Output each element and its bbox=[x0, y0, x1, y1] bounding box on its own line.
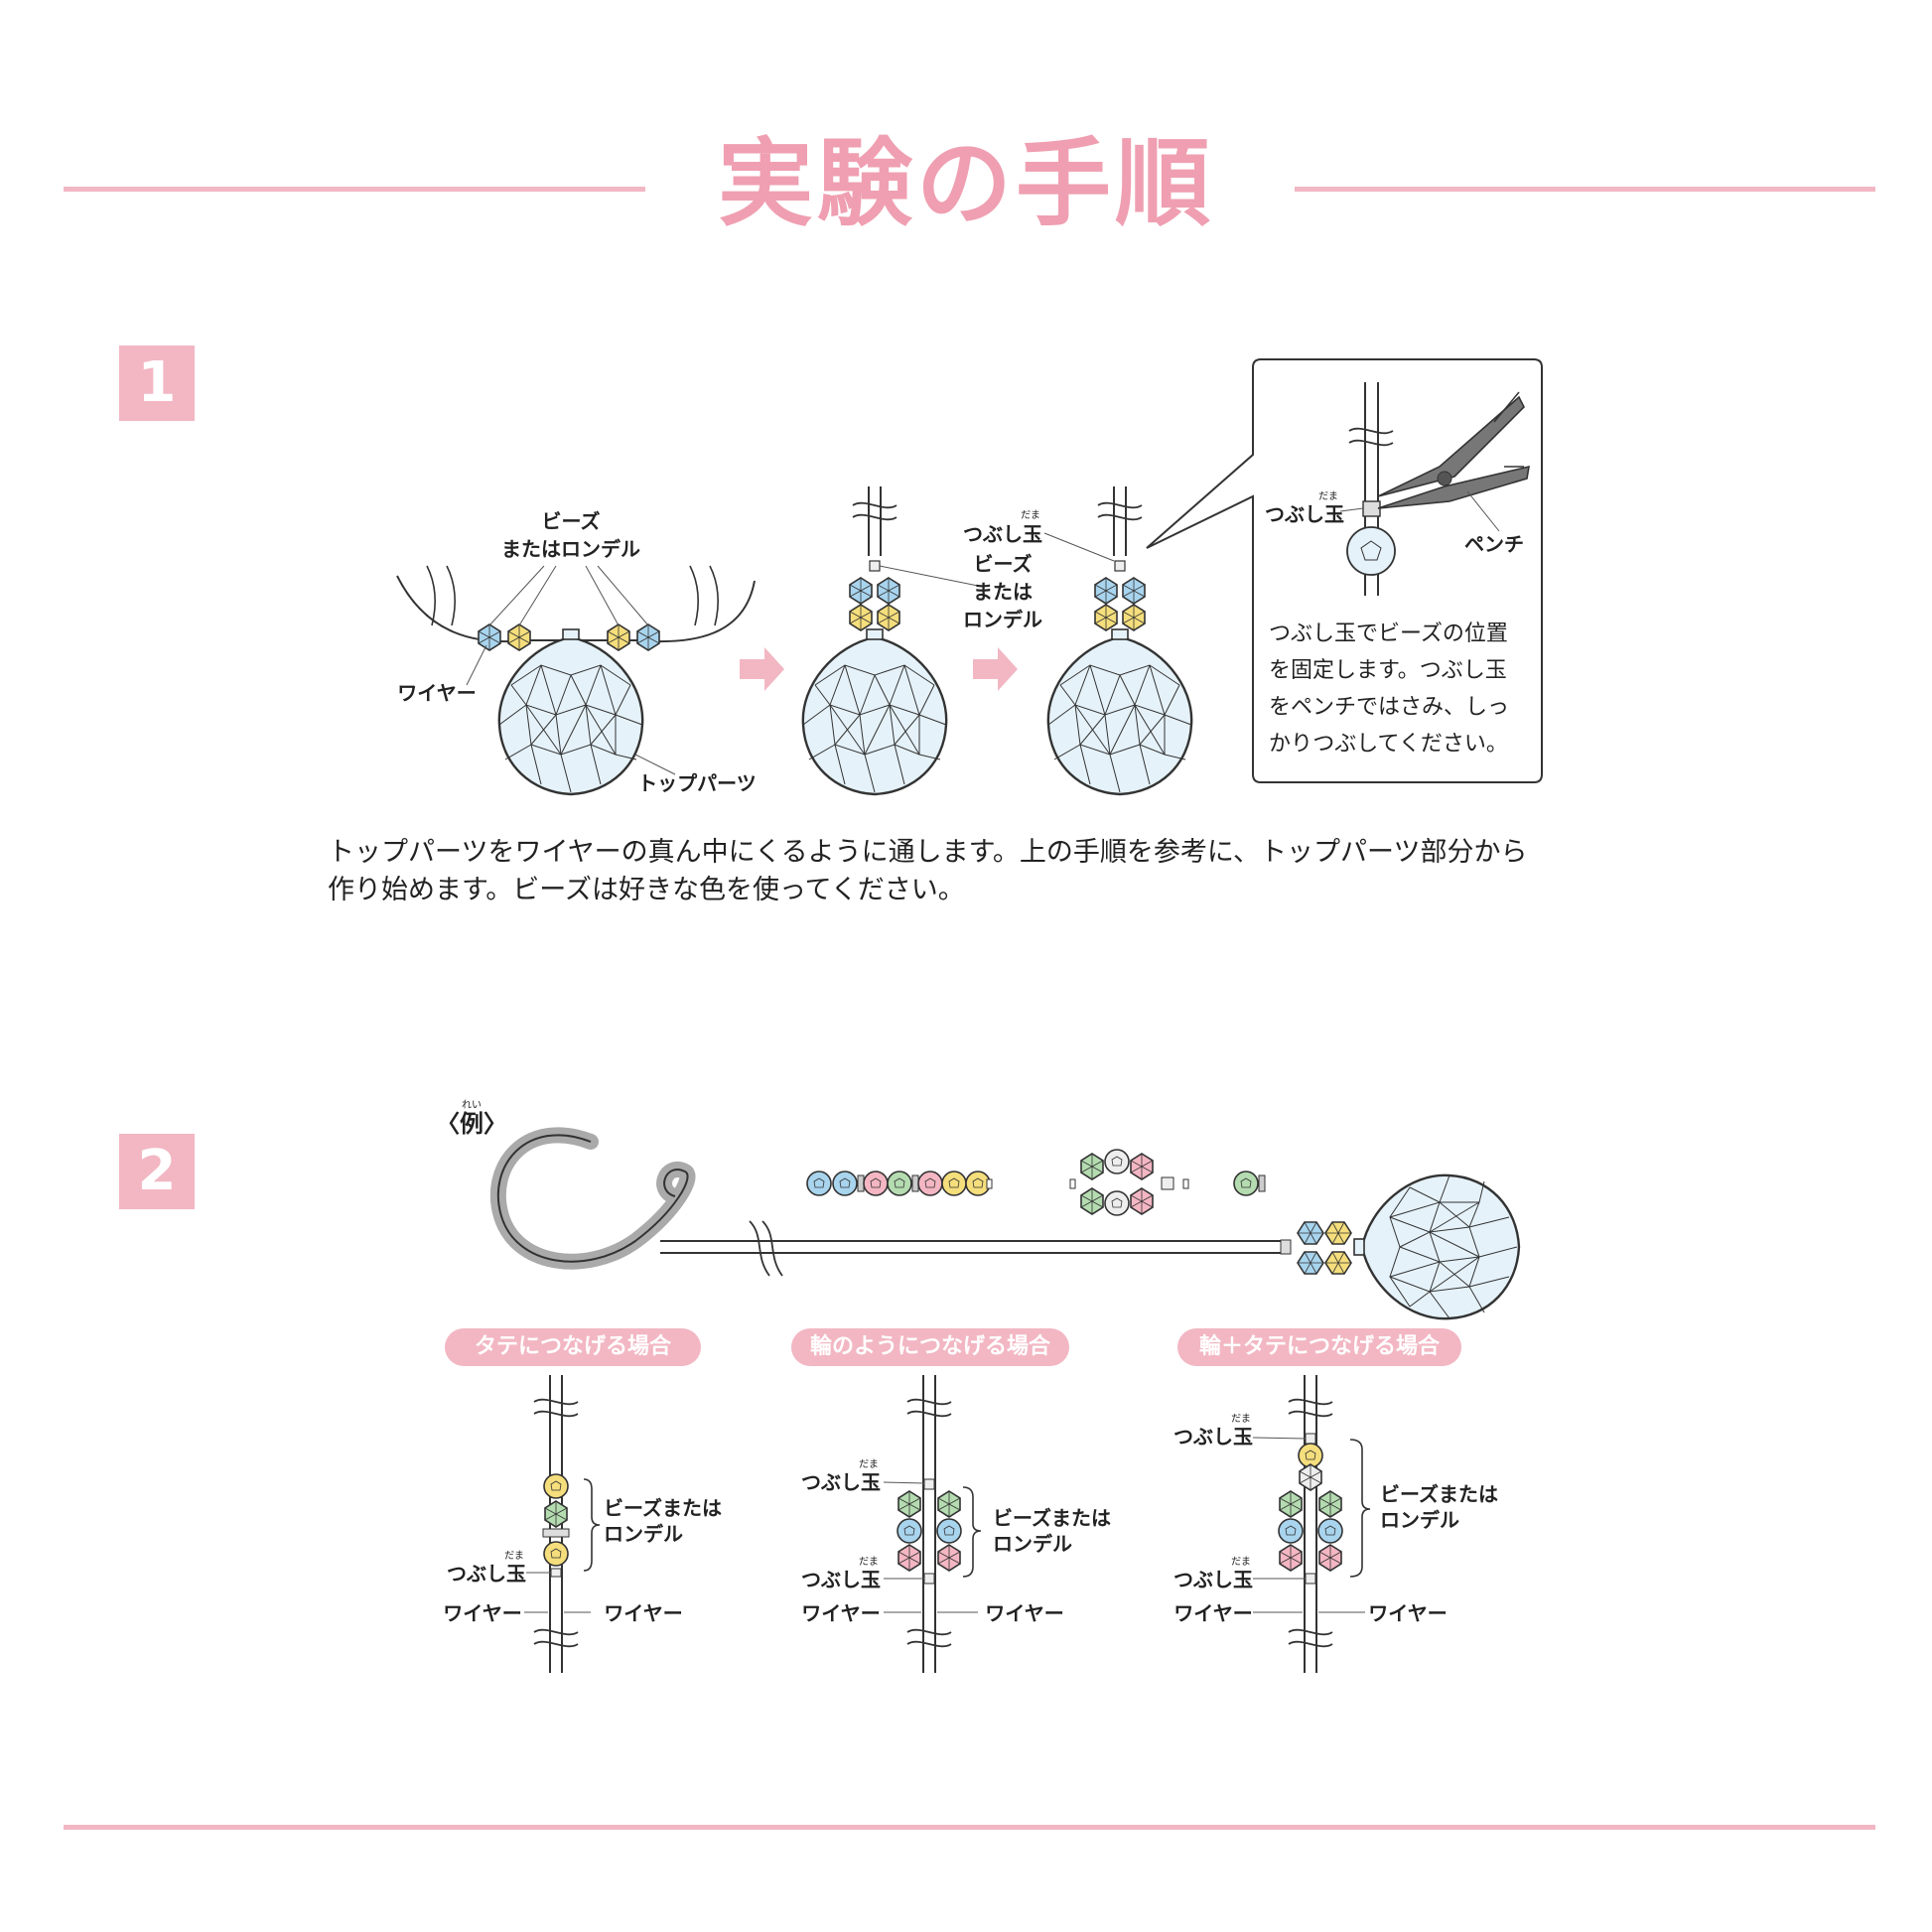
bead-icon bbox=[478, 623, 501, 651]
bead-icon bbox=[636, 623, 660, 651]
step1-description: トップパーツをワイヤーの真ん中にくるように通します。上の手順を参考に、トップパー… bbox=[328, 834, 1638, 909]
zoom-note: つぶし玉でビーズの位置 を固定します。つぶし玉 をペンチではさみ、しっ かりつぶ… bbox=[1269, 616, 1537, 762]
label-crimp: つぶし玉 bbox=[447, 1562, 526, 1586]
label-wire: ワイヤー bbox=[443, 1601, 521, 1625]
step-1-number: 1 bbox=[119, 345, 195, 421]
step1-description-line: 作り始めます。ビーズは好きな色を使ってください。 bbox=[328, 875, 965, 905]
pill-ring-vertical: 輪＋タテにつなげる場合 bbox=[1177, 1328, 1461, 1366]
label-crimp-ruby: だま bbox=[1231, 1413, 1251, 1425]
label-wire: ワイヤー bbox=[397, 681, 476, 705]
pliers-icon bbox=[1377, 391, 1530, 509]
label-wire: ワイヤー bbox=[1368, 1601, 1447, 1625]
label-example-ruby: れい bbox=[462, 1099, 482, 1111]
pill-vertical: タテにつなげる場合 bbox=[445, 1328, 701, 1366]
page-title: 実験の手順 bbox=[718, 128, 1214, 239]
label-or-rondelle: またはロンデル bbox=[501, 537, 640, 561]
label-crimp: つぶし玉 bbox=[963, 522, 1042, 546]
label-wire: ワイヤー bbox=[985, 1601, 1063, 1625]
label-wire: ワイヤー bbox=[604, 1601, 682, 1625]
title-rule-left bbox=[64, 187, 645, 192]
label-crimp-ruby: だま bbox=[1021, 509, 1040, 521]
label-pliers: ペンチ bbox=[1464, 532, 1524, 556]
step1-diagram-b bbox=[801, 486, 979, 796]
label-crimp: つぶし玉 bbox=[1265, 502, 1344, 526]
label-crimp: つぶし玉 bbox=[801, 1470, 881, 1494]
variant-ring-diagram bbox=[883, 1375, 982, 1673]
label-rondelle: ロンデル bbox=[1380, 1508, 1459, 1532]
note-line: をペンチではさみ、しっ bbox=[1269, 695, 1510, 720]
arrow-right-icon bbox=[973, 647, 1018, 691]
label-crimp-ruby: だま bbox=[504, 1550, 524, 1562]
step1-diagram-c bbox=[1043, 486, 1193, 796]
label-crimp-ruby: だま bbox=[1231, 1556, 1251, 1568]
label-crimp: つぶし玉 bbox=[801, 1568, 881, 1591]
bead-icon bbox=[507, 623, 531, 651]
label-rondelle: ロンデル bbox=[604, 1522, 683, 1546]
label-crimp-ruby: だま bbox=[859, 1556, 879, 1568]
label-beads: ビーズ bbox=[542, 509, 601, 533]
label-crimp-ruby: だま bbox=[859, 1458, 879, 1470]
label-wire: ワイヤー bbox=[801, 1601, 880, 1625]
label-beads-or: ビーズまたは bbox=[1380, 1482, 1498, 1506]
top-parts-crystal bbox=[497, 627, 644, 796]
step-2-number: 2 bbox=[119, 1134, 195, 1209]
label-beads-or: ビーズまたは bbox=[604, 1496, 722, 1520]
bead-icon bbox=[607, 623, 630, 651]
label-crimp: つぶし玉 bbox=[1173, 1568, 1253, 1591]
label-beads-or: ビーズまたは bbox=[993, 1506, 1111, 1530]
pill-ring: 輪のようにつなげる場合 bbox=[791, 1328, 1069, 1366]
label-wire: ワイヤー bbox=[1173, 1601, 1252, 1625]
step1-description-line: トップパーツをワイヤーの真ん中にくるように通します。上の手順を参考に、トップパー… bbox=[328, 837, 1528, 868]
label-crimp: つぶし玉 bbox=[1173, 1425, 1253, 1449]
label-rondelle: ロンデル bbox=[993, 1532, 1072, 1556]
label-example: 〈例〉 bbox=[436, 1110, 507, 1138]
label-top-parts: トップパーツ bbox=[637, 771, 757, 795]
title-rule-right bbox=[1295, 187, 1875, 192]
note-line: を固定します。つぶし玉 bbox=[1269, 658, 1507, 683]
step2-example bbox=[489, 1127, 1521, 1320]
arrow-right-icon bbox=[740, 647, 784, 691]
step1-diagram-a: ビーズ またはロンデル ワイヤー トップパーツ bbox=[396, 509, 757, 796]
label-crimp-ruby: だま bbox=[1318, 490, 1338, 502]
bottom-rule bbox=[64, 1825, 1875, 1830]
label-or: または bbox=[973, 580, 1033, 604]
note-line: かりつぶしてください。 bbox=[1269, 732, 1508, 757]
note-line: つぶし玉でビーズの位置 bbox=[1269, 621, 1508, 646]
variant-vertical-diagram bbox=[524, 1375, 601, 1673]
variant-ring-vertical-diagram bbox=[1252, 1375, 1371, 1673]
label-rondelle: ロンデル bbox=[963, 608, 1042, 631]
label-beads: ビーズ bbox=[974, 552, 1033, 576]
